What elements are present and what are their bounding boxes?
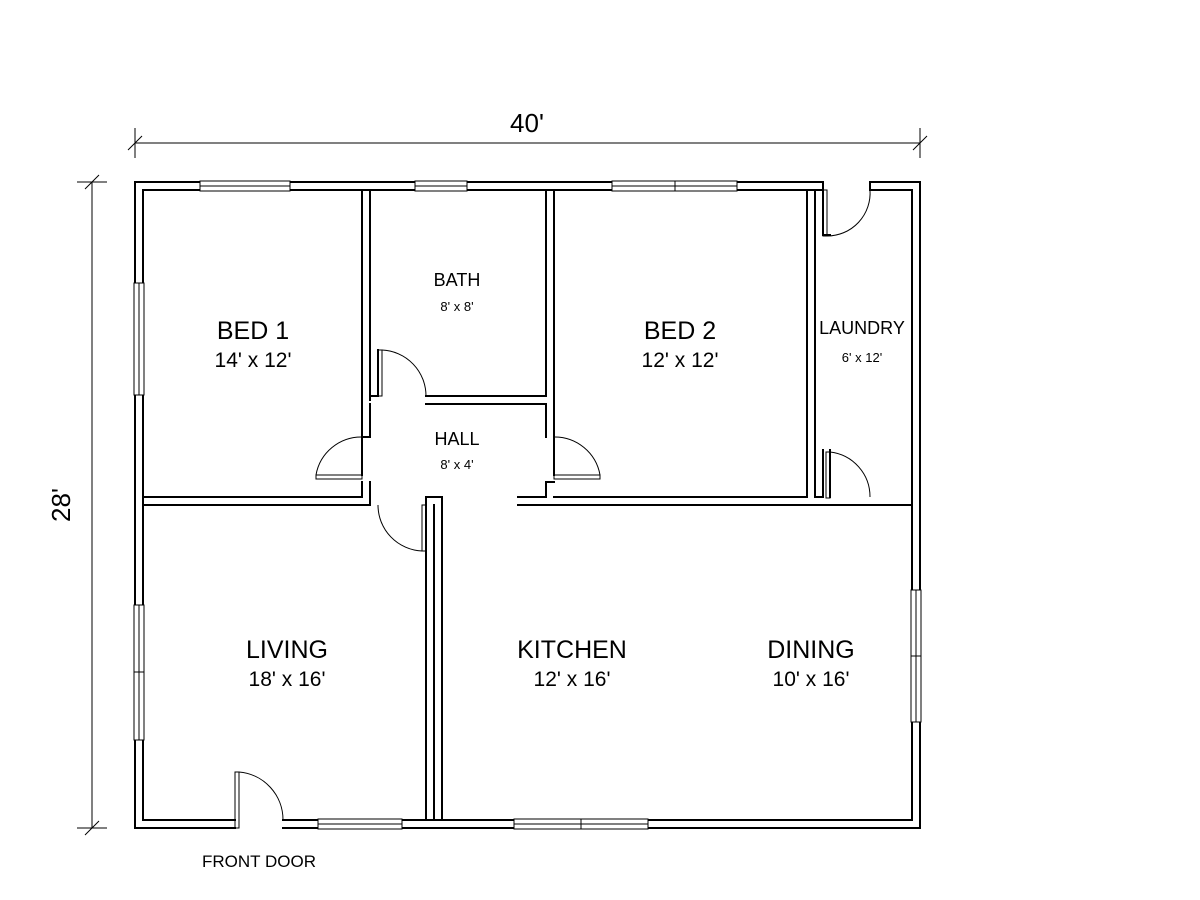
laundry-door [825, 451, 871, 499]
depth-dimension-label: 28' [46, 488, 76, 522]
bed2-door [553, 436, 601, 480]
windows [133, 180, 922, 830]
bed1-size: 14' x 12' [215, 349, 292, 372]
room-labels: BED 1 14' x 12' BATH 8' x 8' BED 2 12' x… [202, 270, 905, 871]
depth-dimension: 28' [46, 174, 107, 836]
bath-name: BATH [434, 270, 481, 290]
bed2-size: 12' x 12' [642, 349, 719, 372]
dining-size: 10' x 16' [773, 668, 850, 691]
dining-name: DINING [767, 636, 855, 664]
bath-size: 8' x 8' [440, 299, 473, 314]
living-name: LIVING [246, 636, 328, 664]
laundry-exterior-door [822, 189, 871, 237]
bed2-name: BED 2 [644, 317, 716, 345]
bath-door [377, 349, 427, 397]
laundry-size: 6' x 12' [842, 350, 882, 365]
front-door [234, 771, 284, 829]
width-dimension: 40' [127, 108, 928, 158]
bed1-name: BED 1 [217, 317, 289, 345]
living-size: 18' x 16' [249, 668, 326, 691]
kitchen-name: KITCHEN [517, 636, 627, 664]
doors [234, 189, 871, 829]
front-door-label: FRONT DOOR [202, 852, 316, 871]
laundry-name: LAUNDRY [819, 318, 905, 338]
kitchen-size: 12' x 16' [534, 668, 611, 691]
bed1-door [315, 436, 363, 480]
living-door [377, 504, 427, 552]
hall-name: HALL [434, 429, 479, 449]
width-dimension-label: 40' [510, 108, 544, 138]
interior-walls [142, 189, 913, 821]
hall-size: 8' x 4' [440, 457, 473, 472]
